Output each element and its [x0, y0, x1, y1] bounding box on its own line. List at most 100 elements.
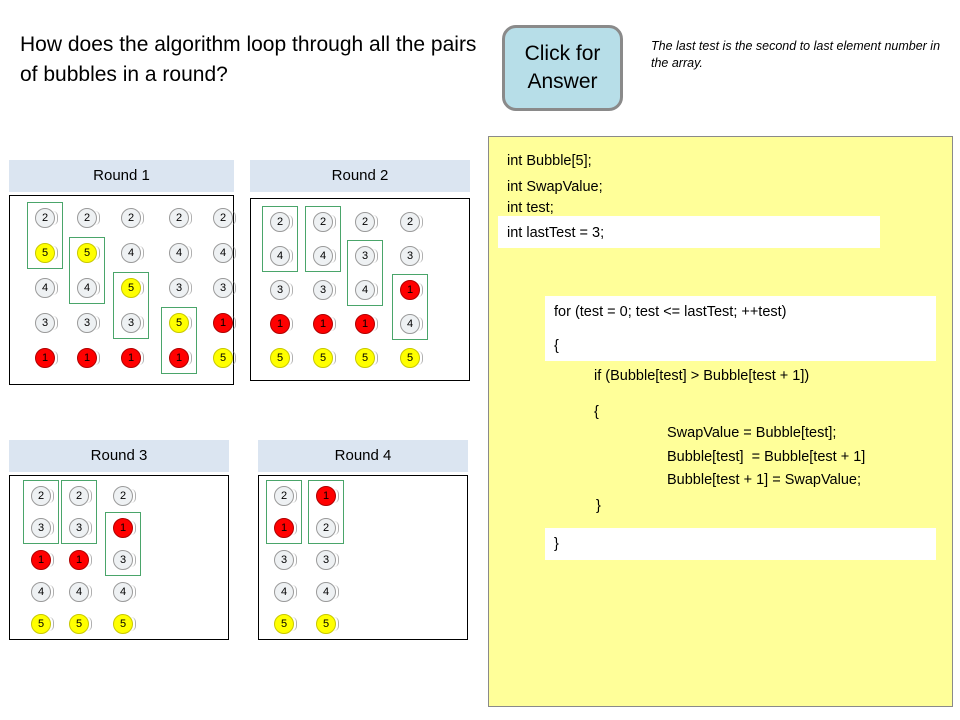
- bubble-5: 5: [400, 348, 423, 368]
- bubble-4: 4: [31, 582, 54, 602]
- code-line-swap-2: Bubble[test] = Bubble[test + 1]: [667, 449, 866, 465]
- bubble-3: 3: [113, 550, 136, 570]
- bubble-1: 1: [274, 518, 297, 538]
- bubble-1: 1: [69, 550, 92, 570]
- bubble-3: 3: [69, 518, 92, 538]
- compared-pair-box: [61, 480, 97, 544]
- bubble-1: 1: [169, 348, 192, 368]
- bubble-2: 2: [169, 208, 192, 228]
- bubble-3: 3: [355, 246, 378, 266]
- code-line-for: for (test = 0; test <= lastTest; ++test): [554, 304, 787, 320]
- bubble-4: 4: [35, 278, 58, 298]
- compared-pair-box: [308, 480, 344, 544]
- bubble-2: 2: [69, 486, 92, 506]
- bubble-4: 4: [69, 582, 92, 602]
- compared-pair-box: [262, 206, 298, 272]
- code-line-close-brace: }: [554, 536, 559, 552]
- bubble-3: 3: [316, 550, 339, 570]
- bubble-2: 2: [121, 208, 144, 228]
- click-for-answer-button[interactable]: Click for Answer: [502, 25, 623, 111]
- code-line-swap-1: SwapValue = Bubble[test];: [667, 425, 837, 441]
- bubble-5: 5: [69, 614, 92, 634]
- bubble-1: 1: [316, 486, 339, 506]
- bubble-5: 5: [355, 348, 378, 368]
- bubble-5: 5: [31, 614, 54, 634]
- bubble-3: 3: [213, 278, 236, 298]
- compared-pair-box: [347, 240, 383, 306]
- bubble-1: 1: [77, 348, 100, 368]
- highlight-lasttest: [498, 216, 880, 248]
- bubble-1: 1: [35, 348, 58, 368]
- code-line-swap-3: Bubble[test + 1] = SwapValue;: [667, 472, 862, 488]
- bubble-1: 1: [313, 314, 336, 334]
- bubble-2: 2: [400, 212, 423, 232]
- code-panel: int Bubble[5]; int SwapValue; int test; …: [488, 136, 953, 707]
- bubble-3: 3: [121, 313, 144, 333]
- bubble-4: 4: [400, 314, 423, 334]
- bubble-2: 2: [213, 208, 236, 228]
- code-line-lasttest: int lastTest = 3;: [507, 225, 605, 241]
- compared-pair-box: [69, 237, 105, 304]
- bubble-1: 1: [31, 550, 54, 570]
- bubble-4: 4: [169, 243, 192, 263]
- compared-pair-box: [23, 480, 59, 544]
- bubble-5: 5: [113, 614, 136, 634]
- bubble-3: 3: [35, 313, 58, 333]
- bubble-2: 2: [355, 212, 378, 232]
- bubble-5: 5: [316, 614, 339, 634]
- code-line-test: int test;: [507, 200, 554, 216]
- bubble-4: 4: [313, 246, 336, 266]
- bubble-3: 3: [270, 280, 293, 300]
- round-3-label: Round 3: [9, 440, 229, 472]
- bubble-1: 1: [113, 518, 136, 538]
- compared-pair-box: [113, 272, 149, 339]
- compared-pair-box: [161, 307, 197, 374]
- bubble-2: 2: [270, 212, 293, 232]
- bubble-2: 2: [274, 486, 297, 506]
- highlight-close-brace: [545, 528, 936, 560]
- compared-pair-box: [27, 202, 63, 269]
- round-2-label: Round 2: [250, 160, 470, 192]
- bubble-4: 4: [270, 246, 293, 266]
- bubble-5: 5: [313, 348, 336, 368]
- highlight-for-loop: [545, 296, 936, 361]
- bubble-4: 4: [77, 278, 100, 298]
- code-line-if: if (Bubble[test] > Bubble[test + 1]): [594, 368, 810, 384]
- code-line-if-open: {: [594, 404, 599, 420]
- bubble-2: 2: [35, 208, 58, 228]
- bubble-5: 5: [121, 278, 144, 298]
- bubble-3: 3: [313, 280, 336, 300]
- round-1-label: Round 1: [9, 160, 234, 192]
- bubble-4: 4: [274, 582, 297, 602]
- compared-pair-box: [266, 480, 302, 544]
- code-line-swapvalue: int SwapValue;: [507, 179, 603, 195]
- compared-pair-box: [392, 274, 428, 340]
- bubble-4: 4: [213, 243, 236, 263]
- bubble-5: 5: [35, 243, 58, 263]
- code-line-open-brace: {: [554, 338, 559, 354]
- bubble-5: 5: [274, 614, 297, 634]
- bubble-1: 1: [121, 348, 144, 368]
- question-text: How does the algorithm loop through all …: [20, 33, 477, 86]
- bubble-3: 3: [400, 246, 423, 266]
- bubble-1: 1: [400, 280, 423, 300]
- bubble-1: 1: [270, 314, 293, 334]
- bubble-2: 2: [316, 518, 339, 538]
- bubble-4: 4: [113, 582, 136, 602]
- bubble-5: 5: [270, 348, 293, 368]
- bubble-1: 1: [213, 313, 236, 333]
- bubble-5: 5: [77, 243, 100, 263]
- bubble-1: 1: [355, 314, 378, 334]
- bubble-4: 4: [316, 582, 339, 602]
- compared-pair-box: [105, 512, 141, 576]
- compared-pair-box: [305, 206, 341, 272]
- code-line-array: int Bubble[5];: [507, 153, 592, 169]
- bubble-4: 4: [355, 280, 378, 300]
- hint-note: The last test is the second to last elem…: [651, 39, 941, 70]
- bubble-3: 3: [169, 278, 192, 298]
- bubble-2: 2: [313, 212, 336, 232]
